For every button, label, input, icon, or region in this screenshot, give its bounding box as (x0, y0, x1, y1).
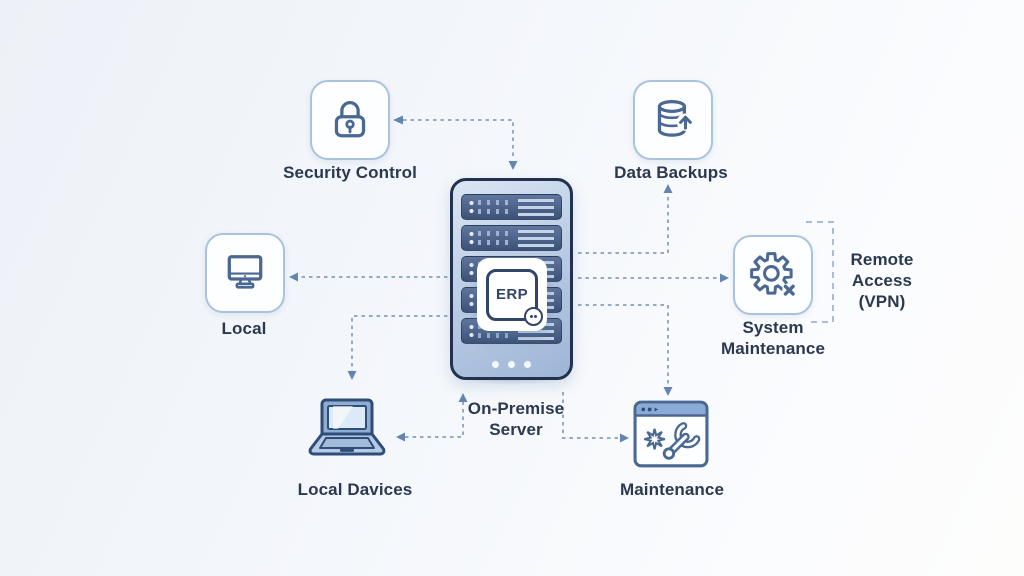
arrowhead-right-sysmaint (720, 273, 729, 283)
gear-icon (750, 252, 797, 298)
node-system-maintenance (733, 235, 813, 315)
server-indicator-dots (453, 361, 570, 368)
arrowhead-up-server-bottom (458, 393, 468, 402)
node-maintenance (633, 400, 709, 468)
label-data-backups: Data Backups (614, 163, 728, 182)
server-status-lines (518, 229, 554, 247)
erp-card: ERP (477, 258, 547, 331)
label-on-premise-server: On-Premise Server (467, 399, 565, 439)
erp-badge: ERP (486, 268, 543, 326)
wrench-window-icon (633, 400, 709, 468)
erp-badge-text: ERP (495, 286, 529, 303)
node-local-devices (299, 392, 395, 476)
connector-server-maintenance-down (578, 304, 669, 387)
connector-server-maintenance-right (562, 392, 620, 439)
arrowhead-left-local (289, 272, 298, 282)
rack-unit (461, 194, 562, 220)
erp-link-icon (524, 306, 543, 326)
node-local (205, 233, 285, 313)
arrowhead-up-backups (663, 184, 673, 193)
arrowhead-right-maintenance (620, 433, 629, 443)
connector-server-security (403, 119, 514, 160)
label-system-maintenance: System Maintenance (720, 318, 826, 358)
arrowhead-down-maintenance (663, 387, 673, 396)
connector-server-localdevices (351, 315, 455, 371)
arrowhead-down-localdevices (347, 371, 357, 380)
rack-unit (461, 225, 562, 251)
database-backup-icon (657, 99, 695, 137)
server-status-lines (518, 198, 554, 216)
label-security-control: Security Control (283, 163, 417, 182)
node-security-control (310, 80, 390, 160)
arrowhead-left-security (393, 115, 403, 125)
node-data-backups (633, 80, 713, 160)
connector-localdevices-server (405, 402, 464, 438)
monitor-icon (227, 255, 263, 289)
lock-icon (334, 101, 366, 138)
server-vents (469, 230, 515, 246)
server-vents (469, 199, 515, 215)
laptop-icon (308, 398, 386, 456)
label-remote-access-vpn: Remote Access (VPN) (850, 250, 914, 311)
connector-server-backups (578, 194, 669, 254)
arrowhead-left-localdevices (396, 432, 405, 442)
label-maintenance: Maintenance (619, 480, 725, 499)
label-local: Local (221, 319, 267, 338)
arrowhead-down-server-top (508, 161, 518, 170)
vpn-bracket (806, 221, 834, 323)
label-local-devices: Local Davices (297, 480, 413, 499)
